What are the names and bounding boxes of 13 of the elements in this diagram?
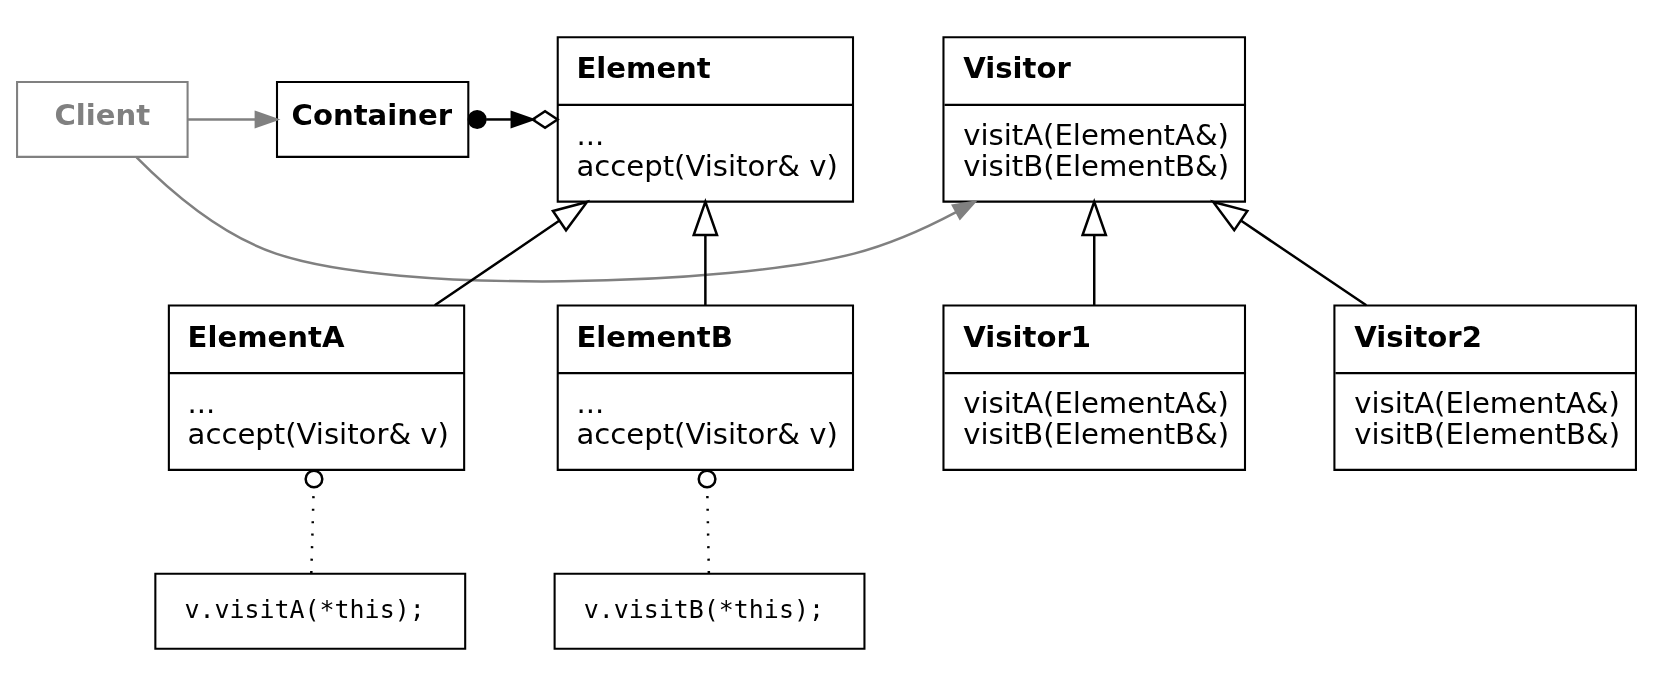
node-box: Container — [275, 80, 470, 158]
arrow — [1210, 199, 1367, 306]
node-box: v.visitB(*this); — [553, 572, 866, 650]
connector — [304, 468, 324, 573]
arrow — [434, 199, 591, 306]
arrow — [1080, 197, 1108, 305]
arrow — [691, 197, 719, 305]
arrow — [467, 109, 560, 129]
node-box: v.visitA(*this); — [154, 572, 467, 650]
arrow — [187, 109, 281, 128]
arrow — [135, 155, 978, 282]
connector — [697, 468, 717, 573]
node-box: Client — [16, 80, 189, 158]
